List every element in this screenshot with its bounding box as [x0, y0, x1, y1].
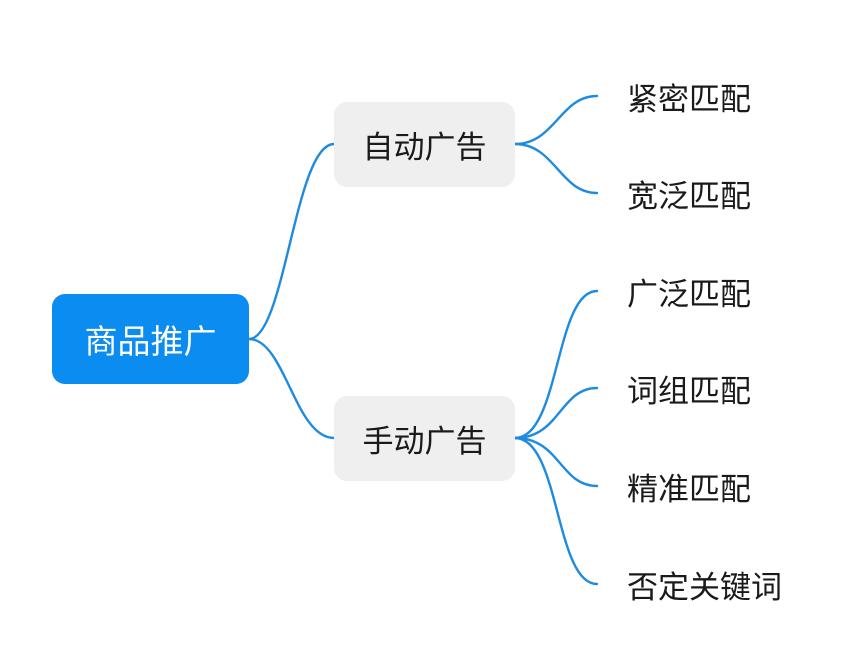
edge-auto-leaf-1	[513, 142, 599, 195]
leaf-node-broad-match: 广泛匹配	[627, 269, 751, 313]
branch-node-manual-ads: 手动广告	[334, 396, 515, 481]
root-node: 商品推广	[52, 294, 249, 384]
leaf-node-close-match: 紧密匹配	[627, 74, 751, 118]
edge-root-manual	[247, 337, 336, 440]
leaf-node-exact-match: 精准匹配	[627, 464, 751, 508]
leaf-node-label: 紧密匹配	[627, 81, 751, 118]
root-node-label: 商品推广	[84, 322, 217, 361]
branch-node-auto-ads: 自动广告	[334, 102, 515, 187]
edge-auto-leaf-0	[513, 94, 599, 146]
edge-manual-leaf-2	[513, 436, 599, 488]
leaf-node-negative-keywords: 否定关键词	[627, 562, 782, 606]
leaf-node-label: 词组匹配	[627, 373, 751, 410]
leaf-node-label: 否定关键词	[627, 569, 782, 606]
branch-node-label: 自动广告	[362, 130, 487, 166]
leaf-node-label: 宽泛匹配	[627, 178, 751, 215]
edge-manual-leaf-3	[513, 436, 599, 586]
leaf-node-label: 精准匹配	[627, 471, 751, 508]
leaf-node-loose-match: 宽泛匹配	[627, 171, 751, 215]
branch-node-label: 手动广告	[362, 424, 487, 460]
edge-root-auto	[247, 142, 336, 341]
edge-manual-leaf-1	[513, 386, 599, 440]
leaf-node-label: 广泛匹配	[627, 276, 751, 313]
leaf-node-phrase-match: 词组匹配	[627, 366, 751, 410]
edge-manual-leaf-0	[513, 289, 599, 440]
